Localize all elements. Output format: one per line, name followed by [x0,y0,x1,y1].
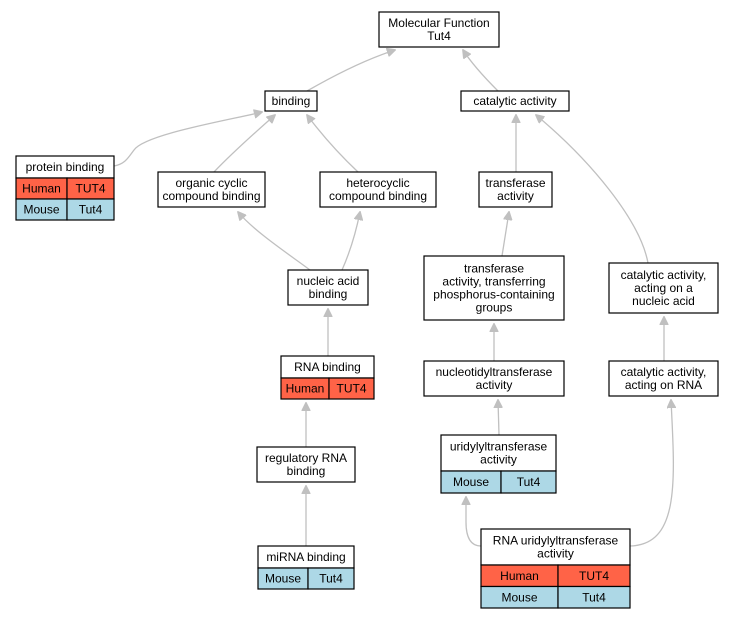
edge-uridylyl-to-nucleotidyl [498,400,499,436]
edge-binding-to-molecular-function [306,50,395,92]
gene-cell [328,377,375,400]
node-label-line: nucleic acid [632,294,695,308]
node-label-line: acting on a [634,281,693,295]
node-label-line: binding [272,94,311,108]
gene-cell [66,198,115,221]
gene-label: Tut4 [79,203,103,217]
node-label-line: heterocyclic [346,176,409,190]
gene-label: TUT4 [579,569,609,583]
node-label-line: nucleotidyltransferase [436,365,553,379]
node-label-line: Molecular Function [388,16,489,30]
node-label-line: transferase [464,262,524,276]
node-label-line: catalytic activity, [621,365,707,379]
node-box [478,171,553,208]
node-box [423,360,565,397]
node-label-line: activity [537,547,574,561]
node-box [256,446,356,483]
node-label-line: groups [476,301,513,315]
species-label: Mouse [265,572,301,586]
edge-protein-binding-to-binding [113,112,262,167]
node-label-line: organic cyclic [175,176,247,190]
node-box [157,171,266,208]
node-box [460,90,570,112]
node-label-line: catalytic activity [473,94,556,108]
node-box [423,255,565,321]
species-label: Human [500,569,539,583]
gene-label: Tut4 [319,572,343,586]
node-label-line: uridylyltransferase [450,440,548,454]
node-label-line: miRNA binding [266,550,345,564]
node-label-line: transferase [485,176,545,190]
node-catalytic-rna[interactable]: catalytic activity,acting on RNA [608,360,719,397]
node-catalytic-activity[interactable]: catalytic activity [460,90,570,112]
node-label-line: activity, transferring [442,275,545,289]
node-box [378,11,500,48]
node-box [287,269,369,306]
node-label-line: compound binding [329,189,427,203]
edge-nucleic-acid-binding-to-heterocyclic [341,212,360,271]
node-label-line: RNA binding [294,360,361,374]
node-box [319,171,437,208]
node-label-line: binding [287,464,326,478]
species-label: Mouse [501,590,537,604]
species-label: Human [286,382,325,396]
node-label-line: activity [476,378,513,392]
node-box [608,360,719,397]
node-label-line: phosphorus-containing [433,288,554,302]
node-label-line: binding [309,287,348,301]
edge-heterocyclic-to-binding [307,115,359,173]
node-label-line: activity [497,189,534,203]
gene-label: Tut4 [517,475,541,489]
node-label-line: Tut4 [427,29,451,43]
edge-rna-uridylyl-to-catalytic-rna [629,400,673,547]
node-label-line: activity [480,453,517,467]
species-label: Human [22,182,61,196]
edge-transferase-phos-to-transferase [501,212,509,257]
species-label: Mouse [23,203,59,217]
node-label-line: regulatory RNA [265,451,347,465]
gene-label: TUT4 [76,182,106,196]
edge-rna-uridylyl-to-uridylyl [466,497,482,547]
node-box [608,262,719,314]
edge-catalytic-nucleic-to-catalytic-activity [536,115,649,264]
gene-label: Tut4 [582,590,606,604]
gene-cell [307,567,355,590]
node-label-line: RNA uridylyltransferase [493,534,619,548]
gene-cell [557,585,631,609]
node-box [264,90,318,112]
species-label: Mouse [453,475,489,489]
node-label-line: nucleic acid [297,274,360,288]
node-label-line: protein binding [26,160,105,174]
edges-layer [113,50,673,547]
edge-catalytic-activity-to-molecular-function [463,50,499,92]
node-binding[interactable]: binding [264,90,318,112]
gene-label: TUT4 [337,382,367,396]
edge-nucleic-acid-binding-to-organic-cyclic [238,212,311,271]
node-label-line: acting on RNA [625,378,702,392]
node-label-line: catalytic activity, [621,268,707,282]
node-label-line: compound binding [162,189,260,203]
gene-cell [500,470,557,494]
edge-organic-cyclic-to-binding [213,115,275,173]
